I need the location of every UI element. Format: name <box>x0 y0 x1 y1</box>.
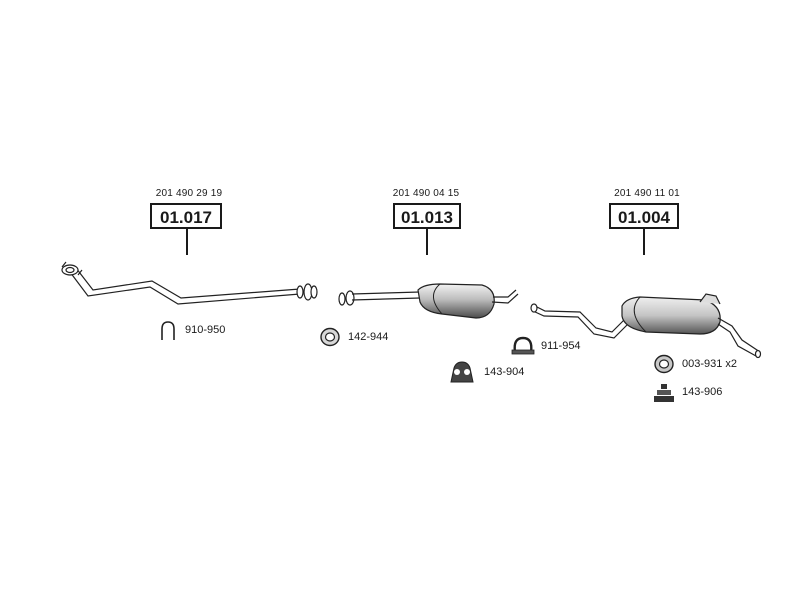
oe-number-1: 201 490 29 19 <box>155 188 223 199</box>
oe-number-2: 201 490 04 15 <box>392 188 460 199</box>
oe-number-3: 201 490 11 01 <box>614 188 680 199</box>
accessory-label-910-950: 910-950 <box>185 324 226 336</box>
part-code-box-1[interactable]: 01.017 <box>150 203 222 229</box>
u-bolt-icon[interactable] <box>158 320 178 342</box>
part-code-box-2[interactable]: 01.013 <box>393 203 461 229</box>
seal-ring-icon[interactable] <box>652 353 676 375</box>
part-code-box-3[interactable]: 01.004 <box>609 203 679 229</box>
gasket-ring-icon[interactable] <box>318 326 342 348</box>
accessory-label-003-931: 003-931 x2 <box>682 358 738 370</box>
leader-line-1 <box>186 229 188 255</box>
accessory-label-142-944: 142-944 <box>348 331 389 343</box>
rubber-hanger-icon[interactable] <box>448 360 476 384</box>
front-pipe-drawing[interactable] <box>61 261 318 305</box>
leader-line-3 <box>643 229 645 255</box>
leader-line-2 <box>426 229 428 255</box>
rear-muffler-drawing[interactable] <box>530 293 762 359</box>
pipe-clamp-icon[interactable] <box>510 334 536 356</box>
accessory-label-911-954: 911-954 <box>541 340 581 352</box>
accessory-label-143-904: 143-904 <box>484 366 525 378</box>
center-muffler-drawing[interactable] <box>338 283 519 319</box>
accessory-label-143-906: 143-906 <box>682 386 723 398</box>
mounting-buffer-icon[interactable] <box>652 382 676 404</box>
